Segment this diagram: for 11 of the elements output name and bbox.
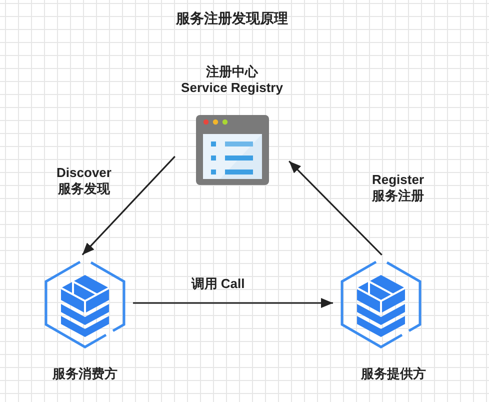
node-label: 服务提供方	[361, 366, 426, 382]
edge-label: Register 服务注册	[372, 172, 424, 204]
node-subheading: Service Registry	[181, 80, 283, 96]
title: 服务注册发现原理	[176, 9, 288, 27]
arrow	[133, 298, 333, 308]
edge-label: Discover 服务发现	[56, 165, 112, 197]
edge-label: 调用 Call	[191, 276, 245, 292]
node-heading: 注册中心	[206, 64, 258, 80]
arrow	[288, 160, 382, 256]
node-label: 服务消费方	[52, 366, 118, 382]
arrow	[82, 156, 176, 256]
